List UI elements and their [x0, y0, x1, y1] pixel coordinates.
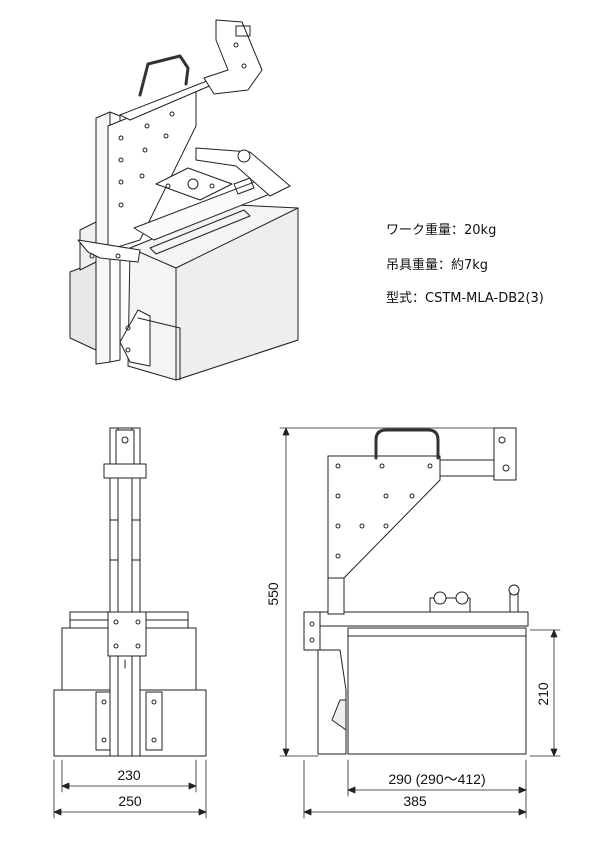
dim-side-inner-length: 290 (290～412): [388, 771, 485, 787]
dim-front-inner-width: 230: [117, 767, 141, 783]
dim-side-total-length: 385: [403, 793, 427, 809]
spec-work-weight: ワーク重量：20kg: [386, 223, 497, 238]
front-view: [53, 427, 207, 819]
dim-front-total-width: 250: [118, 793, 142, 809]
side-view: [279, 427, 561, 819]
dim-side-box-height: 210: [535, 682, 551, 706]
spec-model: 型式：CSTM-MLA-DB2(3): [386, 291, 544, 306]
isometric-view: [69, 19, 299, 381]
spec-hanger-weight: 吊具重量：約7kg: [386, 258, 489, 273]
dim-side-height: 550: [265, 582, 281, 606]
